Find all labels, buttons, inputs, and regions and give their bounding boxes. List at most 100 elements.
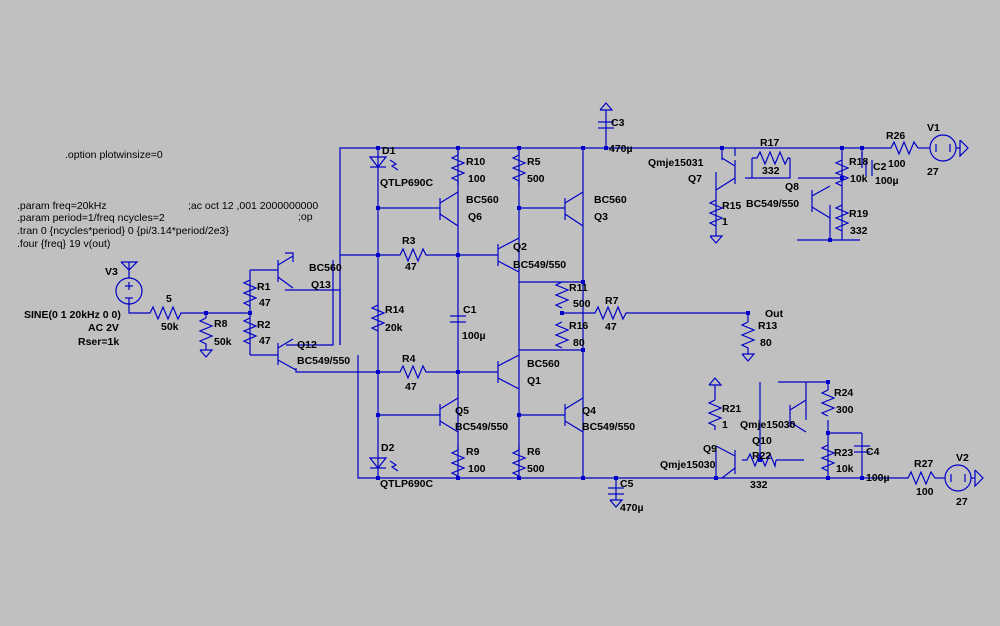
directive-option: .option plotwinsize=0 xyxy=(65,149,163,161)
wires xyxy=(128,110,945,500)
capacitor-symbols xyxy=(450,121,873,495)
r-input-value: 5 xyxy=(166,293,172,305)
v1-value: 27 xyxy=(927,166,939,178)
r27-name: R27 xyxy=(914,458,933,470)
q4-model: BC549/550 xyxy=(582,421,635,433)
q10-model: Qmje15030 xyxy=(740,419,796,431)
r6-name: R6 xyxy=(527,446,541,458)
q3-model: BC560 xyxy=(594,194,627,206)
directive-param-period: .param period=1/freq ncycles=2 xyxy=(17,212,165,224)
directive-ac-comment: ;ac oct 12 ,001 2000000000 xyxy=(188,200,318,212)
r24-name: R24 xyxy=(834,387,853,399)
r9-name: R9 xyxy=(466,446,480,458)
c5-value: 470µ xyxy=(620,502,644,514)
r26-value: 100 xyxy=(888,158,906,170)
c1-value: 100µ xyxy=(462,330,486,342)
q12-model: BC549/550 xyxy=(297,355,350,367)
q5-model: BC549/550 xyxy=(455,421,508,433)
directive-op-comment: ;op xyxy=(298,211,313,223)
q3-name: Q3 xyxy=(594,211,608,223)
r8-value: 50k xyxy=(214,336,232,348)
directive-tran: .tran 0 {ncycles*period} 0 {pi/3.14*peri… xyxy=(17,225,229,237)
r10-value: 100 xyxy=(468,173,486,185)
r4-value: 47 xyxy=(405,381,417,393)
spice-directives: .option plotwinsize=0 .param freq=20kHz … xyxy=(17,149,318,250)
directive-four: .four {freq} 19 v(out) xyxy=(17,238,110,250)
r19-name: R19 xyxy=(849,208,868,220)
r17-name: R17 xyxy=(760,137,779,149)
d2-model: QTLP690C xyxy=(380,478,434,490)
v3-line-3: Rser=1k xyxy=(78,336,119,348)
q2-name: Q2 xyxy=(513,241,527,253)
v2-value: 27 xyxy=(956,496,968,508)
r27-value: 100 xyxy=(916,486,934,498)
v1-name: V1 xyxy=(927,122,940,134)
r3-value: 47 xyxy=(405,261,417,273)
v3-name: V3 xyxy=(105,266,118,278)
out-net-label: Out xyxy=(765,308,784,320)
diode-symbols xyxy=(368,156,399,472)
r4-name: R4 xyxy=(402,353,416,365)
r1-value: 47 xyxy=(259,297,271,309)
r19-value: 332 xyxy=(850,225,868,237)
r2-name: R2 xyxy=(257,319,271,331)
c2-name: C2 xyxy=(873,161,887,173)
r2-value: 47 xyxy=(259,335,271,347)
q2-model: BC549/550 xyxy=(513,259,566,271)
r14-value: 20k xyxy=(385,322,403,334)
r6-value: 500 xyxy=(527,463,545,475)
r7-name: R7 xyxy=(605,295,619,307)
c3-name: C3 xyxy=(611,117,625,129)
r14-name: R14 xyxy=(385,304,404,316)
q8-model: BC549/550 xyxy=(746,198,799,210)
r18-name: R18 xyxy=(849,156,868,168)
q9-name: Q9 xyxy=(703,443,717,455)
r24-value: 300 xyxy=(836,404,854,416)
r11-name: R13 xyxy=(758,320,777,332)
r21-value: 1 xyxy=(722,419,728,431)
v3-line-1: SINE(0 1 20kHz 0 0) xyxy=(24,309,121,321)
q9-model: Qmje15030 xyxy=(660,459,716,471)
r21-name: R21 xyxy=(722,403,741,415)
r18-value: 10k xyxy=(850,173,868,185)
q8-name: Q8 xyxy=(785,181,799,193)
r23-value: 10k xyxy=(836,463,854,475)
q13-name: Q13 xyxy=(311,279,331,291)
q12-name: Q12 xyxy=(297,339,317,351)
v2-name: V2 xyxy=(956,452,969,464)
r16-value: 80 xyxy=(573,337,585,349)
r13-value: 500 xyxy=(573,298,591,310)
r22-value: 332 xyxy=(750,479,768,491)
voltage-source-symbols xyxy=(115,134,984,492)
r9-value: 100 xyxy=(468,463,486,475)
r5-name: R5 xyxy=(527,156,541,168)
d2-name: D2 xyxy=(381,442,395,454)
component-labels: V3 SINE(0 1 20kHz 0 0) AC 2V Rser=1k 5 5… xyxy=(24,117,969,514)
r1-name: R1 xyxy=(257,281,271,293)
r5-value: 500 xyxy=(527,173,545,185)
r10-name: R10 xyxy=(466,156,485,168)
q5-name: Q5 xyxy=(455,405,469,417)
r16-name: R16 xyxy=(569,320,588,332)
r7-value: 47 xyxy=(605,321,617,333)
q7-name: Q7 xyxy=(688,173,702,185)
r8-name: R8 xyxy=(214,318,228,330)
c2-value: 100µ xyxy=(875,175,899,187)
q6-model: BC560 xyxy=(466,194,499,206)
d1-model: QTLP690C xyxy=(380,177,434,189)
r11-value: 80 xyxy=(760,337,772,349)
r26-name: R26 xyxy=(886,130,905,142)
q4-name: Q4 xyxy=(582,405,596,417)
directive-param-freq: .param freq=20kHz xyxy=(17,200,107,212)
q10-name: Q10 xyxy=(752,435,772,447)
q13-model: BC560 xyxy=(309,262,342,274)
r15-value: 1 xyxy=(722,216,728,228)
c4-value: 100µ xyxy=(866,472,890,484)
r13-name: R11 xyxy=(569,282,588,294)
q6-name: Q6 xyxy=(468,211,482,223)
c3-value: 470µ xyxy=(609,143,633,155)
r15-name: R15 xyxy=(722,200,741,212)
q1-name: Q1 xyxy=(527,375,541,387)
r22-name: R22 xyxy=(752,450,771,462)
